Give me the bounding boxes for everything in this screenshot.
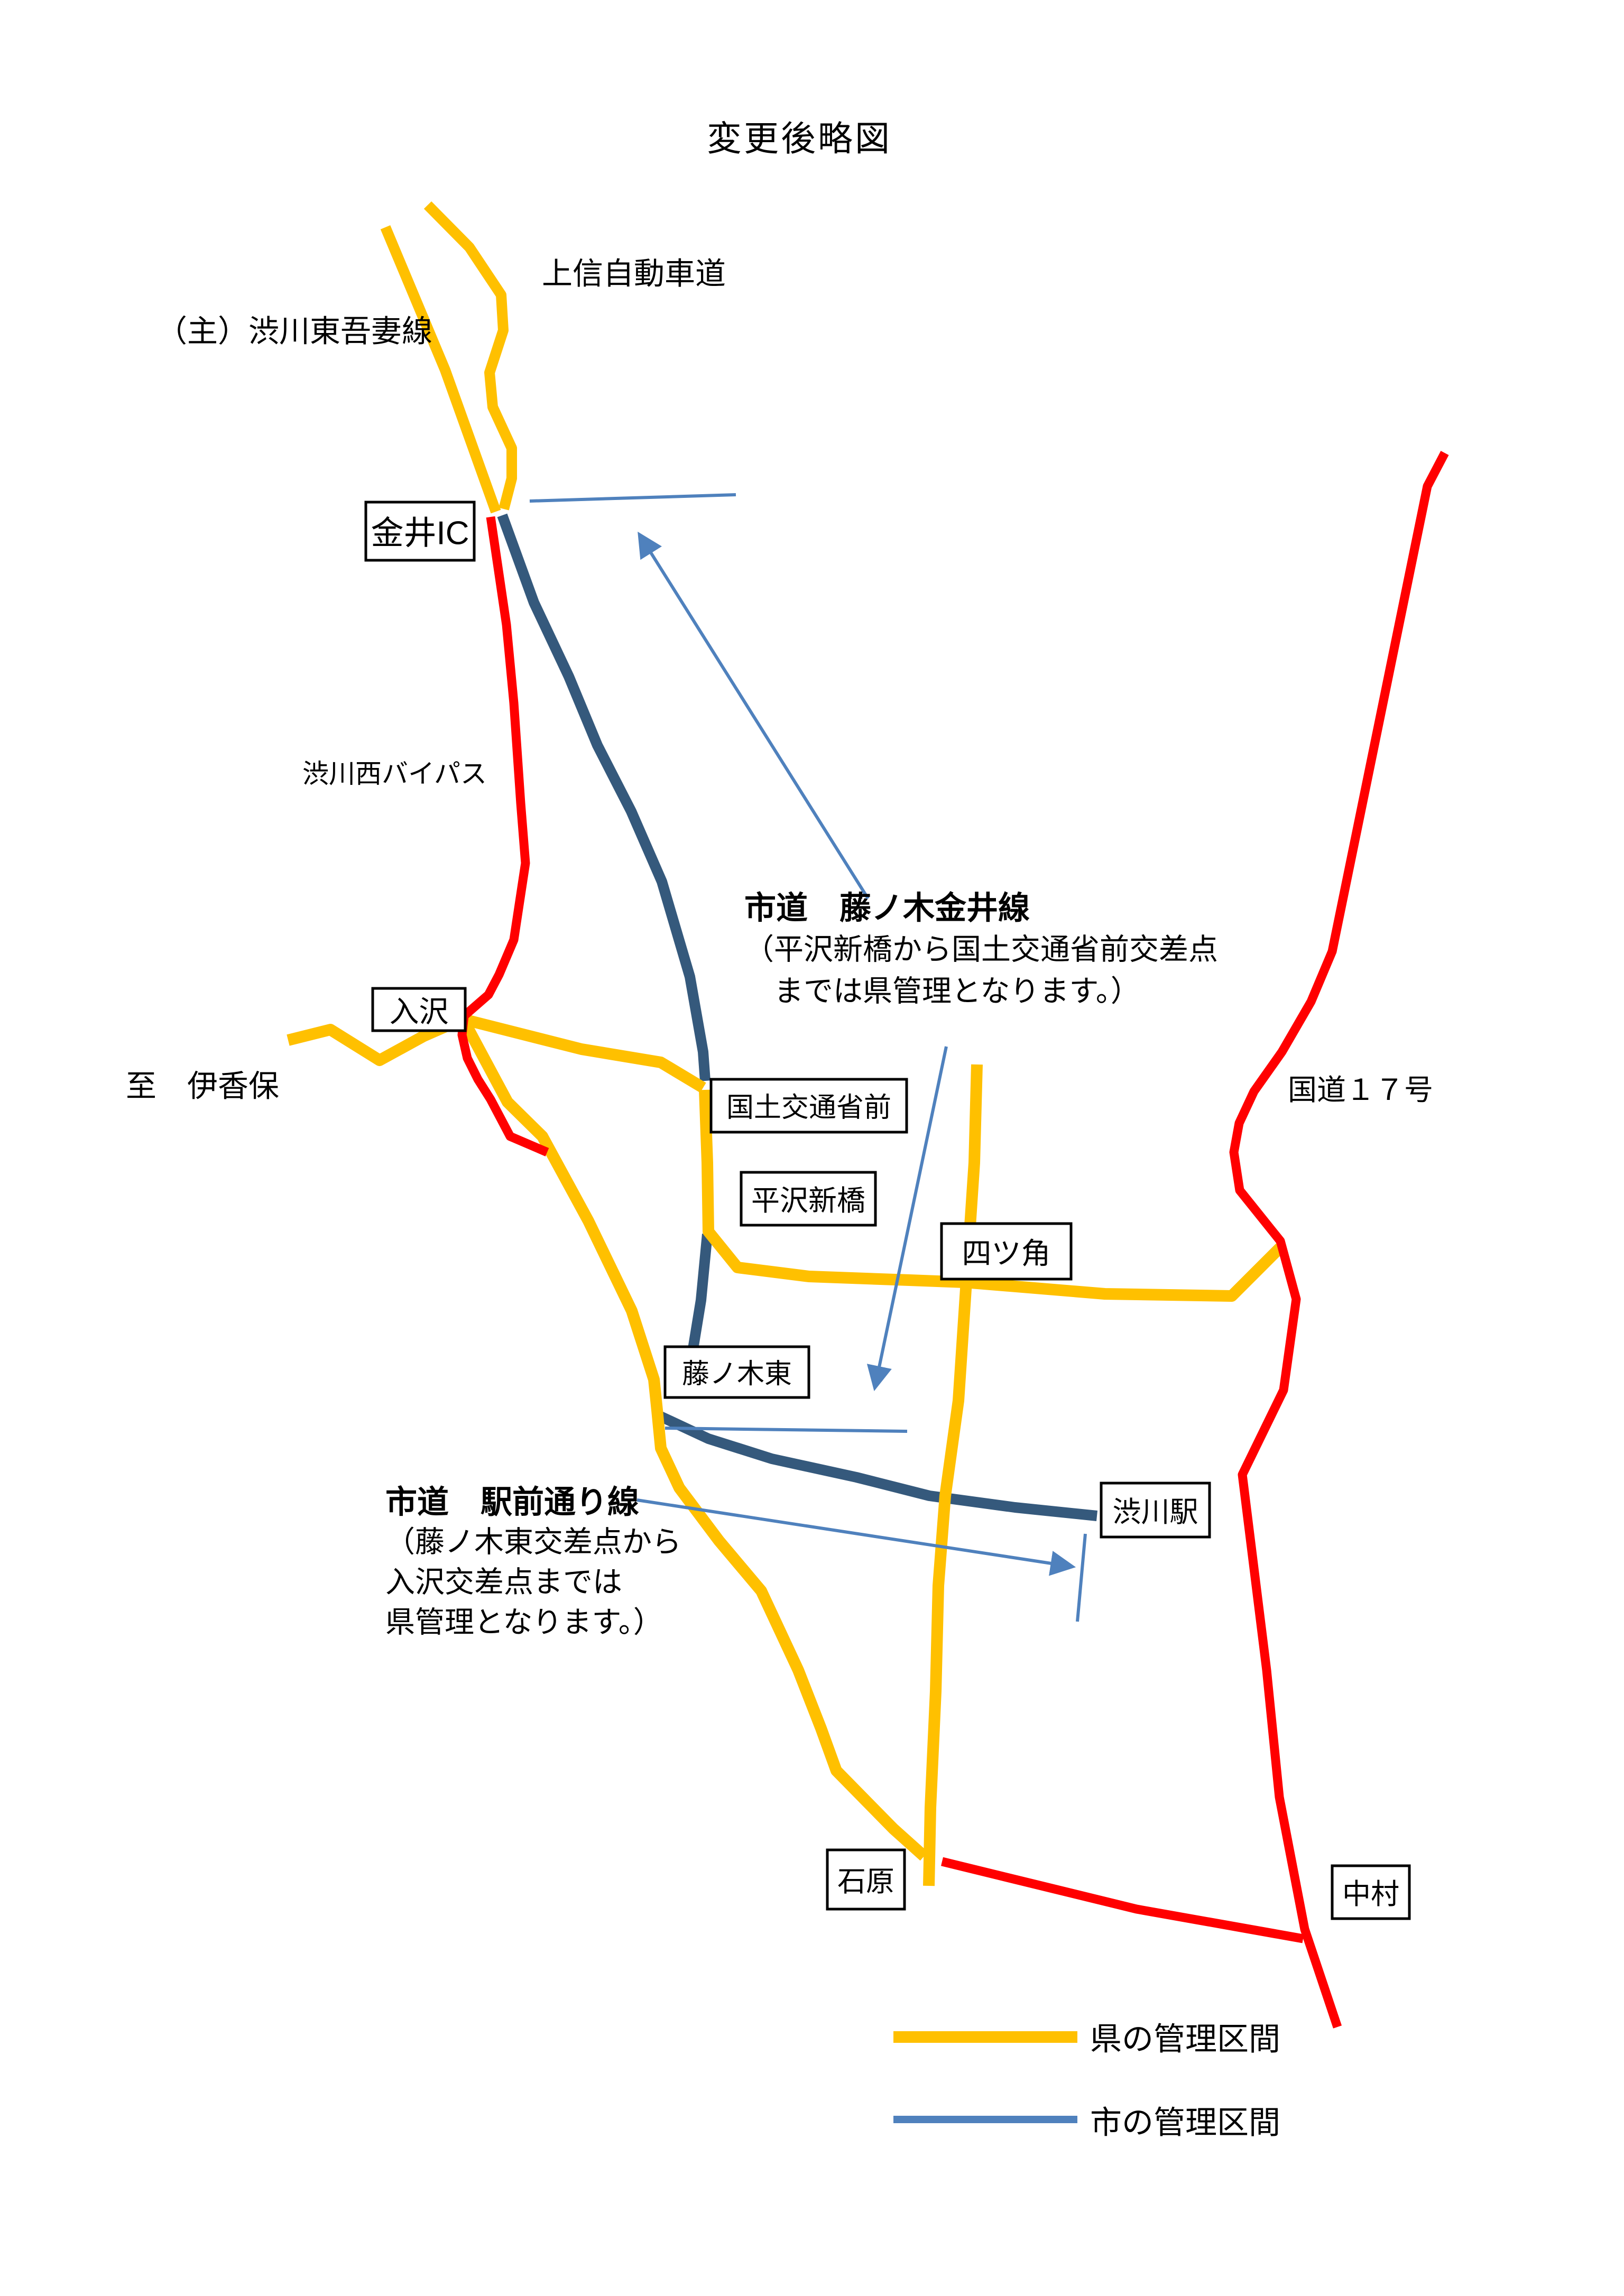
fujinoki-south-note-arrow [866,1046,948,1392]
fujinoki-higashi-underline [665,1427,908,1433]
ekimae-note-arrow [636,1498,1076,1576]
shibukawa-station-tick [1076,1533,1087,1622]
fujinoki-kanai-note-line-3: までは県管理となります。） [744,975,1140,1008]
road-shibukawa-nishi-bypass [457,516,549,1156]
kanai-note-arrow [638,531,870,900]
ishihara-box-label: 石原 [837,1866,894,1897]
fujinoki-higashi-box-label: 藤ノ木東 [682,1359,792,1390]
road-shibukawa-agatsuma-line [380,225,501,514]
shibukawa-nishi-bypass-label: 渋川西バイパス [302,759,487,789]
road-ishihara-nakamura [940,1857,1304,1943]
road-prefecture-managed-section [699,1089,1285,1302]
shibukawa-station-box: 渋川駅 [1100,1482,1211,1539]
nyuzawa-box-frame [371,987,467,1032]
shibukawa-agatsuma-label: （主）渋川東吾妻線 [156,314,432,349]
road-route17 [1229,451,1449,2029]
legend-city: 市の管理区間 [893,2105,1280,2141]
road-nyuzawa-fujinoki [459,1018,928,1861]
road-ekimae-dori-city [658,1411,1098,1521]
yotsukado-box-frame [940,1222,1073,1281]
legend-city-label: 市の管理区間 [1090,2105,1280,2141]
fujinoki-higashi-box: 藤ノ木東 [663,1345,810,1399]
nakamura-box: 中村 [1331,1864,1411,1920]
nakamura-box-label: 中村 [1342,1878,1399,1910]
ekimae-dori-note-line-4: 県管理となります。） [385,1606,663,1639]
fujinoki-kanai-note-line-2: （平沢新橋から国土交通省前交差点 [744,933,1218,966]
nyuzawa-box: 入沢 [371,987,467,1032]
shibukawa-station-box-label: 渋川駅 [1113,1496,1198,1528]
fujinoki-kanai-note: 市道 藤ノ木金井線 （平沢新橋から国土交通省前交差点 までは県管理となります。） [744,891,1218,1008]
ishihara-box: 石原 [826,1848,906,1911]
joshin-expressway-label: 上信自動車道 [542,257,726,291]
route17-label: 国道１７号 [1288,1073,1433,1106]
kokudo-kotsusho-mae-box-label: 国土交通省前 [726,1093,891,1123]
nakamura-box-frame [1331,1864,1411,1920]
road-fujinoki-kanai-city-north [497,513,710,1081]
hirasawa-shinbashi-box-label: 平沢新橋 [751,1185,865,1217]
ishihara-box-frame [826,1848,906,1911]
hirasawa-shinbashi-box: 平沢新橋 [740,1171,877,1227]
kokudo-kotsusho-mae-box: 国土交通省前 [709,1078,908,1134]
kokudo-kotsusho-mae-box-frame [709,1078,908,1134]
fujinoki-kanai-note-line-1: 市道 藤ノ木金井線 [744,891,1030,926]
yotsukado-box: 四ツ角 [940,1222,1073,1281]
ekimae-dori-note-line-1: 市道 駅前通り線 [385,1485,639,1520]
ekimae-dori-note-line-3: 入沢交差点までは [385,1566,622,1599]
road-yotsukado-ishihara [923,1064,983,1886]
kanai-ic-box-label: 金井IC [371,515,469,552]
fujinoki-higashi-box-frame [663,1345,810,1399]
nyuzawa-box-label: 入沢 [390,995,449,1029]
kanai-ic-box: 金井IC [364,501,476,562]
yotsukado-box-label: 四ツ角 [962,1237,1051,1270]
legend-prefecture: 県の管理区間 [893,2022,1280,2057]
ikaho-label: 至 伊香保 [126,1069,279,1104]
shibukawa-station-box-frame [1100,1482,1211,1539]
kanai-ic-box-frame [364,501,476,562]
kanai-ic-section-tick [529,493,736,503]
road-joshin-expressway [423,201,517,511]
ekimae-dori-note-line-2: （藤ノ木東交差点から [385,1525,681,1559]
legend-prefecture-label: 県の管理区間 [1090,2022,1280,2057]
hirasawa-shinbashi-box-frame [740,1171,877,1227]
page-title: 変更後略図 [707,119,892,158]
roads-layer [287,201,1449,2029]
leader-lines-layer [529,493,1087,1622]
